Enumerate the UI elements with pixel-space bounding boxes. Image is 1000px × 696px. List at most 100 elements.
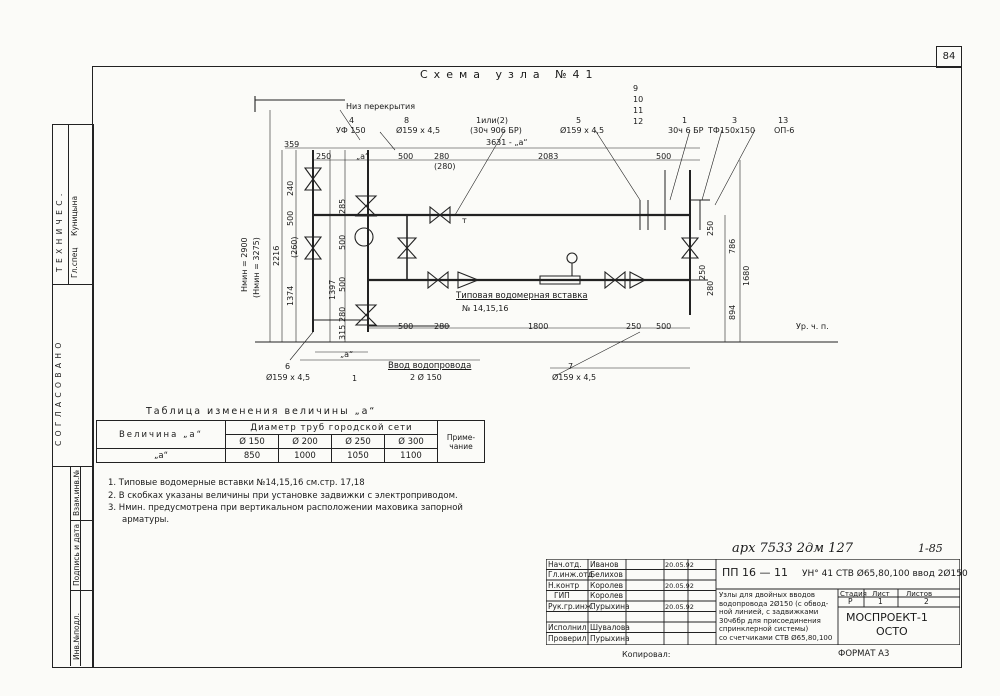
diam-cell: Ø 200 [278, 434, 332, 449]
callout-10: 10 [633, 95, 644, 104]
copied-by: Копировал: [622, 650, 671, 659]
sheet-ref: 1-85 [918, 542, 943, 555]
dim-250r: 250 [706, 220, 715, 236]
col-value-header: Величина „а“ [96, 420, 226, 449]
valve-symbol [604, 270, 626, 290]
dim-500: 500 [398, 152, 414, 161]
dim-500c: 500 [398, 322, 414, 331]
strip-frame [52, 124, 94, 668]
stamp-name: Королев [590, 581, 624, 590]
ceiling-label: Низ перекрытия [346, 102, 416, 111]
floor-level-label: Ур. ч. п. [796, 322, 829, 331]
ceiling-line [254, 96, 345, 112]
drawing-title: Схема узла №41 [420, 68, 599, 81]
dim-500b: 500 [656, 152, 672, 161]
note-1: 1. Типовые водомерные вставки №14,15,16 … [108, 478, 365, 488]
dim-280: 280 [434, 152, 450, 161]
dim-894: 894 [728, 304, 737, 320]
valve-symbol [396, 237, 418, 259]
valve-symbol [354, 304, 378, 326]
stamp-date: 20.05.92 [665, 561, 694, 569]
meter-insert-ref: № 14,15,16 [462, 304, 509, 313]
meter-insert-label: Типовая водомерная вставка [456, 291, 588, 301]
dim-250c: 250 [626, 322, 642, 331]
dim-786: 786 [728, 238, 737, 254]
sheets-header: Листов [906, 590, 933, 598]
stamp-name: Иванов [590, 560, 619, 569]
callout-8: 8 [404, 116, 410, 125]
stamp-role: Гл.инж.отд [548, 570, 593, 579]
note-3-cont: арматуры. [122, 515, 170, 525]
desc-line: Узлы для двойных вводов [719, 591, 816, 599]
dim-315: 315 [338, 324, 347, 340]
dim-1374: 1374 [286, 285, 295, 306]
stamp-role: Н.контр [548, 581, 580, 590]
org-dept: ОСТО [876, 625, 908, 638]
valve-symbol [680, 237, 700, 259]
label-d159-right: Ø159 x 4,5 [552, 373, 597, 382]
dim-2216: 2216 [272, 245, 281, 266]
dim-a-top: „а“ [356, 152, 370, 161]
dim-285: 285 [338, 198, 347, 214]
doc-code-rest: УН° 41 СТВ Ø65,80,100 ввод 2Ø150 [802, 569, 968, 579]
diam-cell: Ø 150 [225, 434, 279, 449]
dim-250: 250 [316, 152, 332, 161]
dim-500v: 500 [286, 210, 295, 226]
stage-value: Р [848, 597, 853, 606]
desc-line: со счетчиками СТВ Ø65,80,100 [719, 633, 833, 642]
row-label: „а“ [96, 448, 226, 463]
stamp-role: Рук.гр.инж. [548, 602, 594, 611]
sheet-value: 1 [878, 597, 883, 606]
dim-280p: (280) [434, 162, 456, 171]
dim-359: 359 [284, 140, 300, 149]
label-d159-mid: Ø159 x 4,5 [560, 126, 605, 135]
callout-1-bottom: 1 [352, 374, 358, 383]
stamp-name: Белихов [590, 570, 623, 579]
callout-1: 1 [682, 116, 688, 125]
drawing-frame [92, 66, 962, 668]
diam-cell: Ø 250 [331, 434, 385, 449]
callout-9: 9 [633, 84, 639, 93]
pressure-gauge-symbol [566, 252, 578, 264]
valve-symbol [303, 167, 323, 191]
h-min-2: (Нмин = 3275) [252, 237, 261, 298]
col-diam-header: Диаметр труб городской сети [225, 420, 438, 435]
callout-1ili2: 1или(2) [476, 116, 508, 125]
dim-1397: 1397 [328, 279, 337, 300]
callout-5: 5 [576, 116, 582, 125]
desc-line: спринклерной системы) [719, 625, 809, 633]
org-name: МОСПРОЕКТ-1 [846, 611, 928, 624]
valve-symbol [427, 270, 449, 290]
stamp-role: Нач.отд. [548, 560, 582, 569]
callout-11: 11 [633, 106, 644, 115]
label-uf150: УФ 150 [336, 126, 366, 135]
label-op6: ОП-6 [774, 126, 795, 135]
callout-7: 7 [568, 362, 574, 371]
title-block: Нач.отд. Гл.инж.отд Н.контр ГИП Рук.гр.и… [546, 559, 968, 645]
callout-13: 13 [778, 116, 789, 125]
stamp-name: Шувалова [590, 623, 630, 632]
h-min: Нмин = 2900 [240, 237, 249, 292]
label-tf150: ТФ150x150 [708, 126, 756, 135]
value-cell: 1100 [384, 448, 438, 463]
callout-4: 4 [349, 116, 355, 125]
dim-280r: 280 [706, 280, 715, 296]
a-table-title: Таблица изменения величины „а“ [146, 406, 377, 417]
format-label: ФОРМАТ А3 [838, 649, 890, 659]
dim-500d: 500 [656, 322, 672, 331]
callout-6: 6 [285, 362, 291, 371]
callout-12: 12 [633, 117, 644, 126]
water-input-label: Ввод водопровода [388, 361, 472, 371]
dim-1680: 1680 [742, 265, 751, 286]
sheet-header: Лист [872, 590, 890, 598]
label-d159-left: Ø159 x 4,5 [266, 373, 311, 382]
t-mark: т [462, 216, 467, 225]
dim-3631: 3631 - „а“ [486, 138, 528, 147]
desc-line: ной линией, с задвижками [719, 608, 819, 616]
doc-code: ПП 16 — 11 [722, 566, 789, 579]
value-cell: 1050 [331, 448, 385, 463]
value-cell: 850 [225, 448, 279, 463]
label-30ch6br: 30ч 6 БР [668, 126, 704, 135]
note-3: 3. Нмин. предусмотрена при вертикальном … [108, 503, 463, 513]
